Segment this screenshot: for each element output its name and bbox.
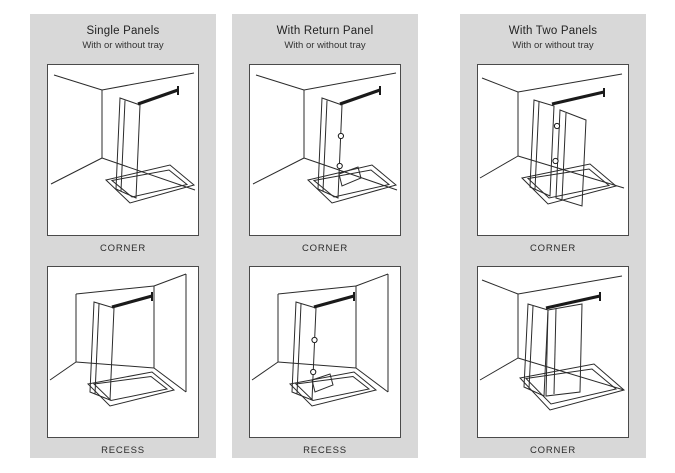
cell-label: RECESS [303,445,347,456]
return-panel-recess-drawing [251,273,389,407]
column-single-panels: Single Panels With or without tray CORNE… [30,14,216,458]
column-title: With Return Panel [276,25,374,37]
column-subtitle: With or without tray [512,40,594,51]
cell-label: CORNER [530,243,576,254]
cell-label: RECESS [101,445,145,456]
drawing-box [249,64,401,236]
column-title: With Two Panels [508,25,598,37]
diagram-cell: CORNER [30,64,216,254]
cell-label: CORNER [302,243,348,254]
drawing-box [477,64,629,236]
drawing-box [47,64,199,236]
single-panel-corner-drawing [50,72,196,204]
diagram-cell: CORNER [460,266,646,456]
column-header: Single Panels With or without tray [30,14,216,51]
column-two-panels: With Two Panels With or without tray [460,14,646,458]
diagram-cell: RECESS [30,266,216,456]
column-title: Single Panels [86,25,160,37]
cell-label: CORNER [530,445,576,456]
column-subtitle: With or without tray [284,40,366,51]
single-panel-recess-drawing [49,273,187,407]
diagram-cell: RECESS [232,266,418,456]
two-panels-corner-drawing [479,73,625,207]
drawing-box [47,266,199,438]
diagram-cell: CORNER [460,64,646,254]
column-subtitle: With or without tray [82,40,164,51]
drawing-box [477,266,629,438]
drawing-box [249,266,401,438]
return-panel-corner-drawing [252,72,398,204]
column-header: With Return Panel With or without tray [232,14,418,51]
two-panels-corner-drawing-alt [479,275,626,411]
column-header: With Two Panels With or without tray [460,14,646,51]
diagram-cell: CORNER [232,64,418,254]
cell-label: CORNER [100,243,146,254]
column-return-panel: With Return Panel With or without tray [232,14,418,458]
